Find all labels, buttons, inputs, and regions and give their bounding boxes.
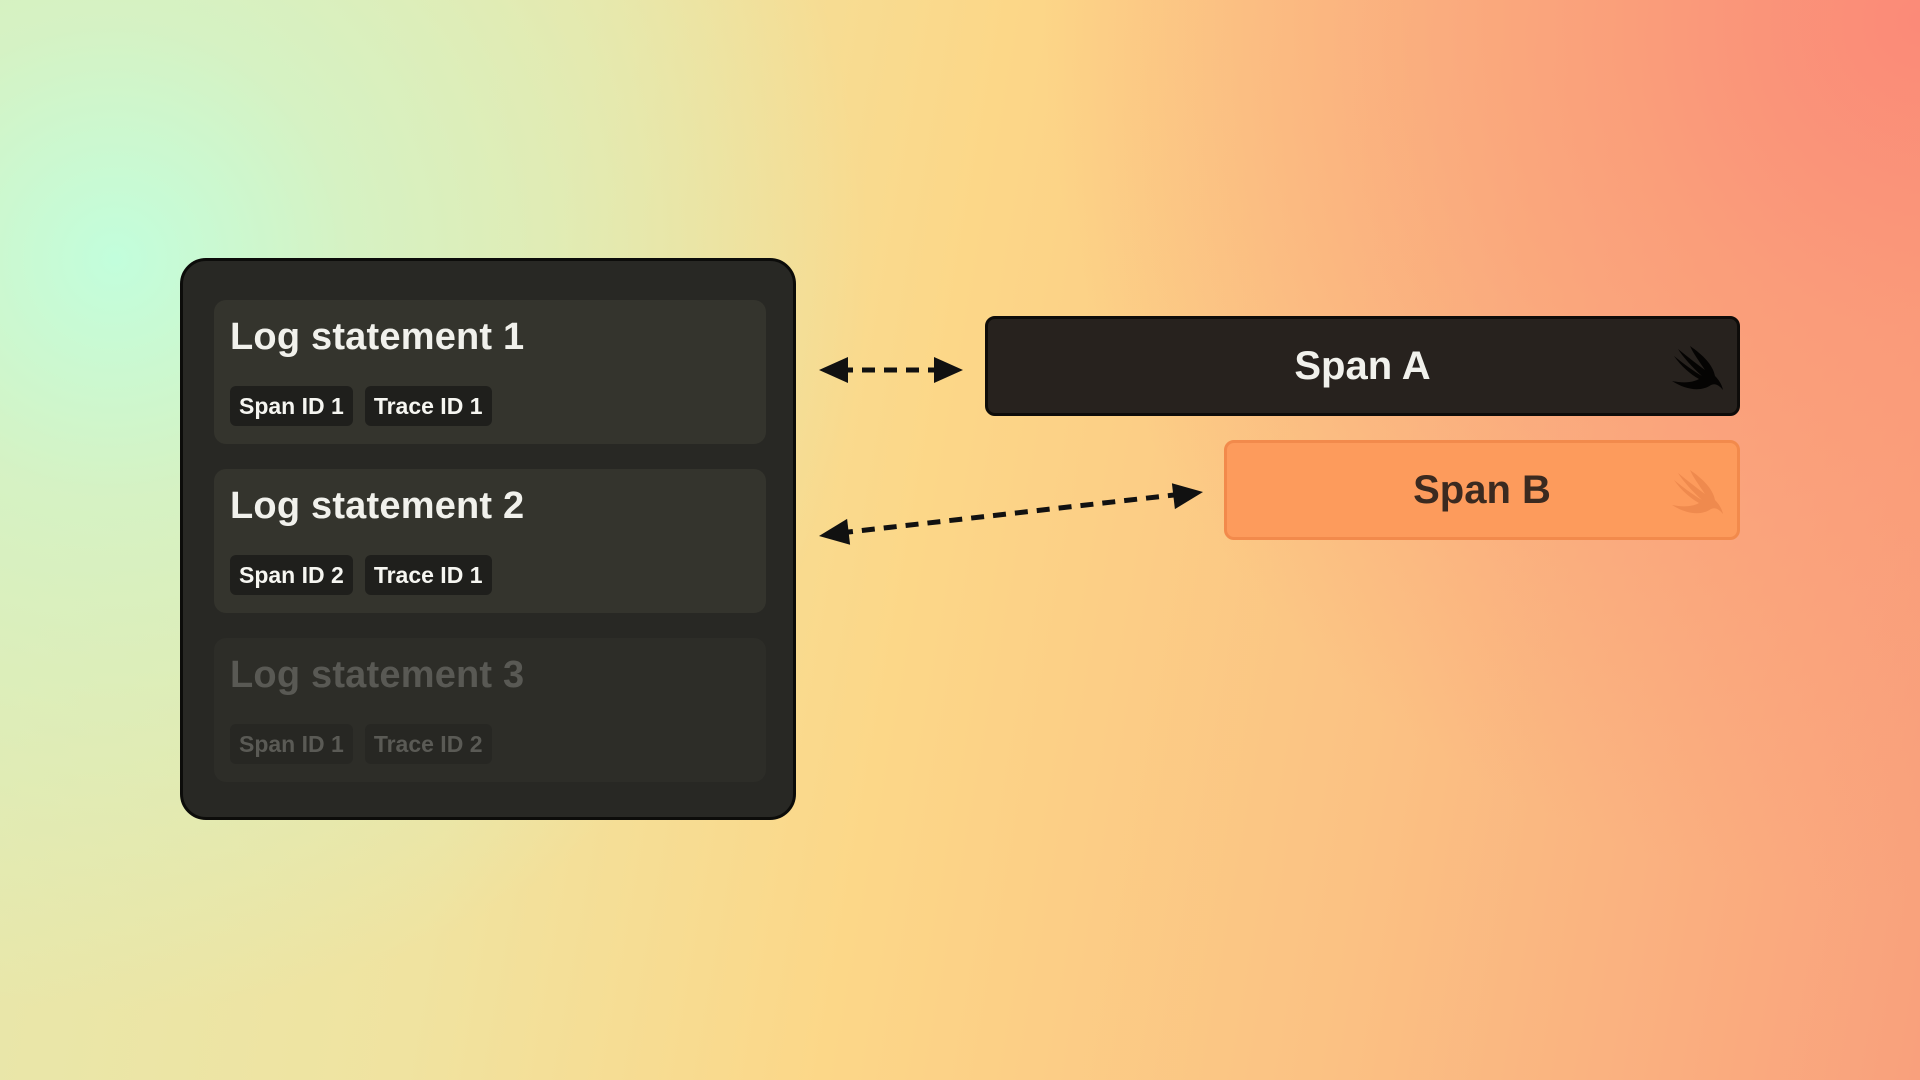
log-statement-card-2: Log statement 2 Span ID 2 Trace ID 1 [214,469,766,613]
log-statement-title: Log statement 3 [230,654,525,696]
log-tags: Span ID 1 Trace ID 2 [230,724,492,764]
swift-logo-icon [1671,467,1725,517]
log-tags: Span ID 1 Trace ID 1 [230,386,492,426]
span-id-tag: Span ID 2 [230,555,353,595]
trace-id-tag: Trace ID 2 [364,724,492,764]
span-id-tag: Span ID 1 [230,386,353,426]
span-a-bar[interactable]: Span A [985,316,1740,416]
trace-id-tag: Trace ID 1 [364,386,492,426]
trace-id-tag: Trace ID 1 [364,555,492,595]
log-statement-card-1: Log statement 1 Span ID 1 Trace ID 1 [214,300,766,444]
span-id-tag: Span ID 1 [230,724,353,764]
arrow-log2-span-b [819,483,1203,545]
log-statement-title: Log statement 1 [230,316,525,358]
log-statements-panel: Log statement 1 Span ID 1 Trace ID 1 Log… [180,258,796,820]
log-statement-card-3: Log statement 3 Span ID 1 Trace ID 2 [214,638,766,782]
arrow-log1-span-a [819,357,963,383]
span-b-label: Span B [1413,467,1551,512]
log-statement-title: Log statement 2 [230,485,525,527]
swift-logo-icon [1671,343,1725,393]
span-b-bar[interactable]: Span B [1224,440,1740,540]
log-tags: Span ID 2 Trace ID 1 [230,555,492,595]
span-a-label: Span A [1294,343,1431,388]
